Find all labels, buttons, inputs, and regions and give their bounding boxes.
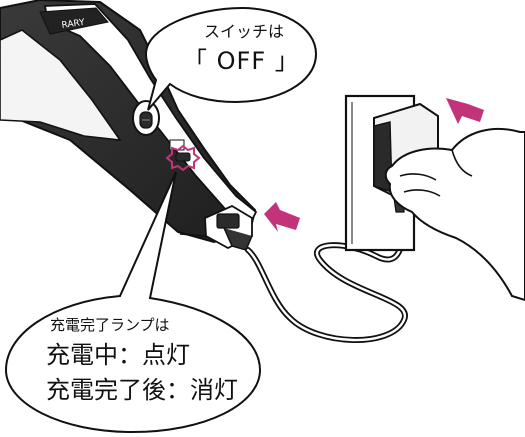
charge-lamp (175, 152, 191, 162)
lamp-callout-completed: 充電完了後：消灯 (46, 376, 238, 404)
charge-lamp-highlight (165, 144, 201, 172)
lamp-callout-charging: 充電中：点灯 (46, 341, 190, 369)
dc-plug (216, 213, 240, 229)
device-lower-panel (0, 29, 122, 141)
switch-callout-bubble (144, 6, 318, 111)
power-cable-highlight (246, 208, 407, 342)
lamp-callout-bubble (4, 171, 262, 434)
device-grip (0, 0, 257, 244)
charging-port (204, 204, 253, 251)
plug-strain-relief (223, 227, 253, 251)
lamp-callout-title: 充電完了ランプは (50, 316, 170, 334)
plug-in-arrow-adapter (446, 98, 484, 124)
device-edge (179, 233, 207, 237)
hand (384, 127, 525, 302)
brand-text: RARY (61, 18, 86, 31)
brand-band (39, 7, 109, 35)
plug-in-arrow-device (264, 202, 300, 232)
switch-callout-line1: スイッチは (204, 22, 285, 41)
switch-callout-line2: 「 OFF 」 (183, 47, 300, 75)
clipper-device: RARY (0, 0, 258, 251)
